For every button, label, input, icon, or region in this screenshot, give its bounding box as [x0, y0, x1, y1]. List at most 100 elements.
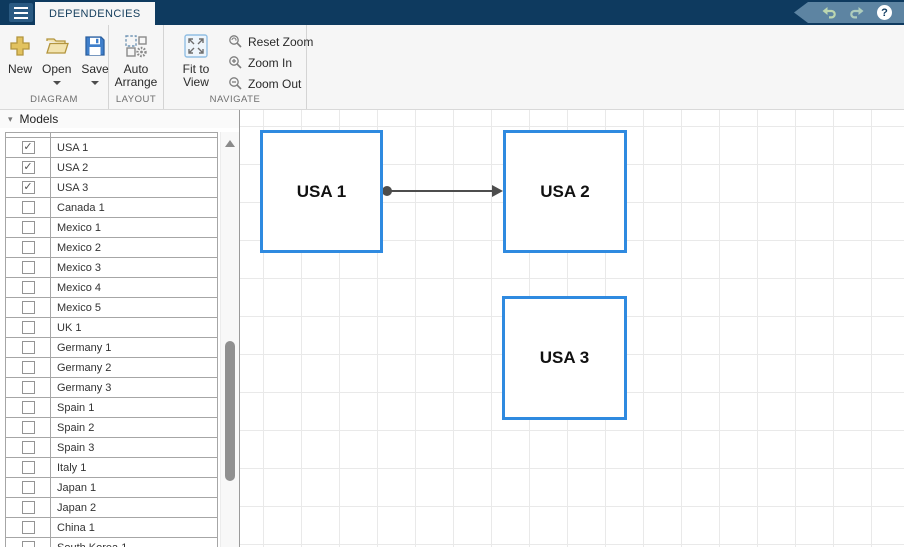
checkbox-cell	[6, 218, 51, 237]
model-list-item[interactable]: Japan 2	[6, 498, 217, 518]
save-button[interactable]: Save	[77, 30, 112, 85]
diagram-node[interactable]: USA 3	[502, 296, 627, 420]
checkbox-cell	[6, 238, 51, 257]
undo-icon	[822, 6, 836, 18]
model-list-item[interactable]: South Korea 1	[6, 538, 217, 547]
model-list-item[interactable]: ✓USA 2	[6, 158, 217, 178]
checkbox-unchecked-icon[interactable]	[21, 341, 35, 354]
checkbox-unchecked-icon[interactable]	[21, 381, 35, 394]
zoom-out-label: Zoom Out	[248, 76, 302, 91]
ribbon-group-navigate: Fit to View Reset Zoom	[164, 25, 313, 109]
diagram-canvas[interactable]: USA 1 USA 2 USA 3	[240, 110, 904, 547]
open-dropdown-caret-icon[interactable]	[52, 81, 61, 85]
model-name: Spain 3	[57, 441, 95, 454]
new-button[interactable]: New	[4, 30, 36, 85]
model-list-item[interactable]: Germany 2	[6, 358, 217, 378]
collapse-triangle-icon[interactable]: ▾	[8, 113, 13, 124]
checkbox-cell	[6, 498, 51, 517]
model-name: Japan 2	[57, 501, 97, 514]
checkbox-unchecked-icon[interactable]	[21, 401, 35, 414]
checkbox-cell: ✓	[6, 138, 51, 157]
checkbox-unchecked-icon[interactable]	[21, 441, 35, 454]
checkbox-cell	[6, 478, 51, 497]
auto-arrange-button[interactable]: Auto Arrange	[108, 30, 164, 89]
checkbox-unchecked-icon[interactable]	[21, 201, 35, 214]
dependency-arrow[interactable]	[382, 185, 503, 197]
model-list-item[interactable]: Germany 1	[6, 338, 217, 358]
model-list-item[interactable]: Germany 3	[6, 378, 217, 398]
diagram-node[interactable]: USA 2	[503, 130, 627, 253]
model-list-item[interactable]: Italy 1	[6, 458, 217, 478]
model-list-item[interactable]: Canada 1	[6, 198, 217, 218]
group-label-navigate: NAVIGATE	[209, 94, 261, 105]
model-list-item[interactable]: Mexico 2	[6, 238, 217, 258]
checkbox-unchecked-icon[interactable]	[21, 541, 35, 547]
checkbox-unchecked-icon[interactable]	[21, 501, 35, 514]
model-name: Canada 1	[57, 201, 105, 214]
zoom-in-button[interactable]: Zoom In	[226, 52, 315, 73]
reset-zoom-button[interactable]: Reset Zoom	[226, 31, 315, 52]
open-button[interactable]: Open	[38, 30, 75, 85]
checkbox-cell	[6, 538, 51, 547]
models-scrollbar[interactable]	[220, 132, 239, 547]
checkbox-unchecked-icon[interactable]	[21, 361, 35, 374]
checkbox-unchecked-icon[interactable]	[21, 261, 35, 274]
model-name: UK 1	[57, 321, 82, 334]
checkbox-cell	[6, 398, 51, 417]
scroll-up-arrow-icon[interactable]	[225, 140, 235, 147]
model-list-item[interactable]: Mexico 1	[6, 218, 217, 238]
model-name: South Korea 1	[51, 542, 127, 547]
model-name: Japan 1	[57, 481, 97, 494]
model-list-item[interactable]: Japan 1	[6, 478, 217, 498]
model-list-item[interactable]: ✓USA 1	[6, 138, 217, 158]
model-list-item[interactable]: Spain 3	[6, 438, 217, 458]
save-button-label: Save	[81, 62, 109, 76]
checkbox-unchecked-icon[interactable]	[21, 301, 35, 314]
checkbox-unchecked-icon[interactable]	[21, 421, 35, 434]
model-list-item[interactable]: UK 1	[6, 318, 217, 338]
checkbox-unchecked-icon[interactable]	[21, 321, 35, 334]
model-list-item[interactable]: Mexico 3	[6, 258, 217, 278]
redo-button[interactable]	[849, 5, 865, 21]
help-button[interactable]: ?	[877, 5, 892, 20]
checkbox-unchecked-icon[interactable]	[21, 241, 35, 254]
model-list-item[interactable]: Spain 1	[6, 398, 217, 418]
checkbox-unchecked-icon[interactable]	[21, 521, 35, 534]
diagram-node[interactable]: USA 1	[260, 130, 383, 253]
model-list-item[interactable]: ✓USA 3	[6, 178, 217, 198]
scrollbar-thumb[interactable]	[225, 341, 235, 481]
model-list-item[interactable]: Mexico 5	[6, 298, 217, 318]
checkbox-unchecked-icon[interactable]	[21, 461, 35, 474]
checkbox-checked-icon[interactable]: ✓	[21, 161, 35, 174]
model-list-item[interactable]: Mexico 4	[6, 278, 217, 298]
model-name: Spain 1	[57, 401, 95, 414]
zoom-out-button[interactable]: Zoom Out	[226, 73, 315, 94]
model-list-item[interactable]: China 1	[6, 518, 217, 538]
checkbox-cell	[6, 278, 51, 297]
model-name: Germany 1	[57, 341, 112, 354]
models-panel-header[interactable]: ▾ Models	[0, 110, 239, 128]
hamburger-menu-button[interactable]	[9, 3, 33, 22]
group-label-diagram: DIAGRAM	[30, 94, 78, 105]
model-list-item[interactable]: Spain 2	[6, 418, 217, 438]
checkbox-checked-icon[interactable]: ✓	[21, 181, 35, 194]
checkbox-unchecked-icon[interactable]	[21, 281, 35, 294]
undo-button[interactable]	[821, 5, 837, 21]
model-name: Spain 2	[57, 421, 95, 434]
model-name: Mexico 2	[57, 241, 102, 254]
model-name: China 1	[57, 521, 95, 534]
open-folder-icon	[44, 32, 70, 59]
checkbox-unchecked-icon[interactable]	[21, 221, 35, 234]
fit-to-view-button[interactable]: Fit to View	[170, 30, 222, 89]
quick-access-toolbar: ?	[794, 2, 904, 23]
reset-zoom-label: Reset Zoom	[248, 34, 314, 49]
save-dropdown-caret-icon[interactable]	[91, 81, 100, 85]
checkbox-unchecked-icon[interactable]	[21, 481, 35, 494]
fit-to-view-label: Fit to View	[182, 62, 210, 89]
redo-icon	[850, 6, 864, 18]
titlebar: DEPENDENCIES ?	[0, 0, 904, 25]
tab-dependencies[interactable]: DEPENDENCIES	[35, 2, 155, 25]
checkbox-checked-icon[interactable]: ✓	[21, 141, 35, 154]
checkbox-cell	[6, 318, 51, 337]
fit-to-view-icon	[184, 32, 208, 59]
